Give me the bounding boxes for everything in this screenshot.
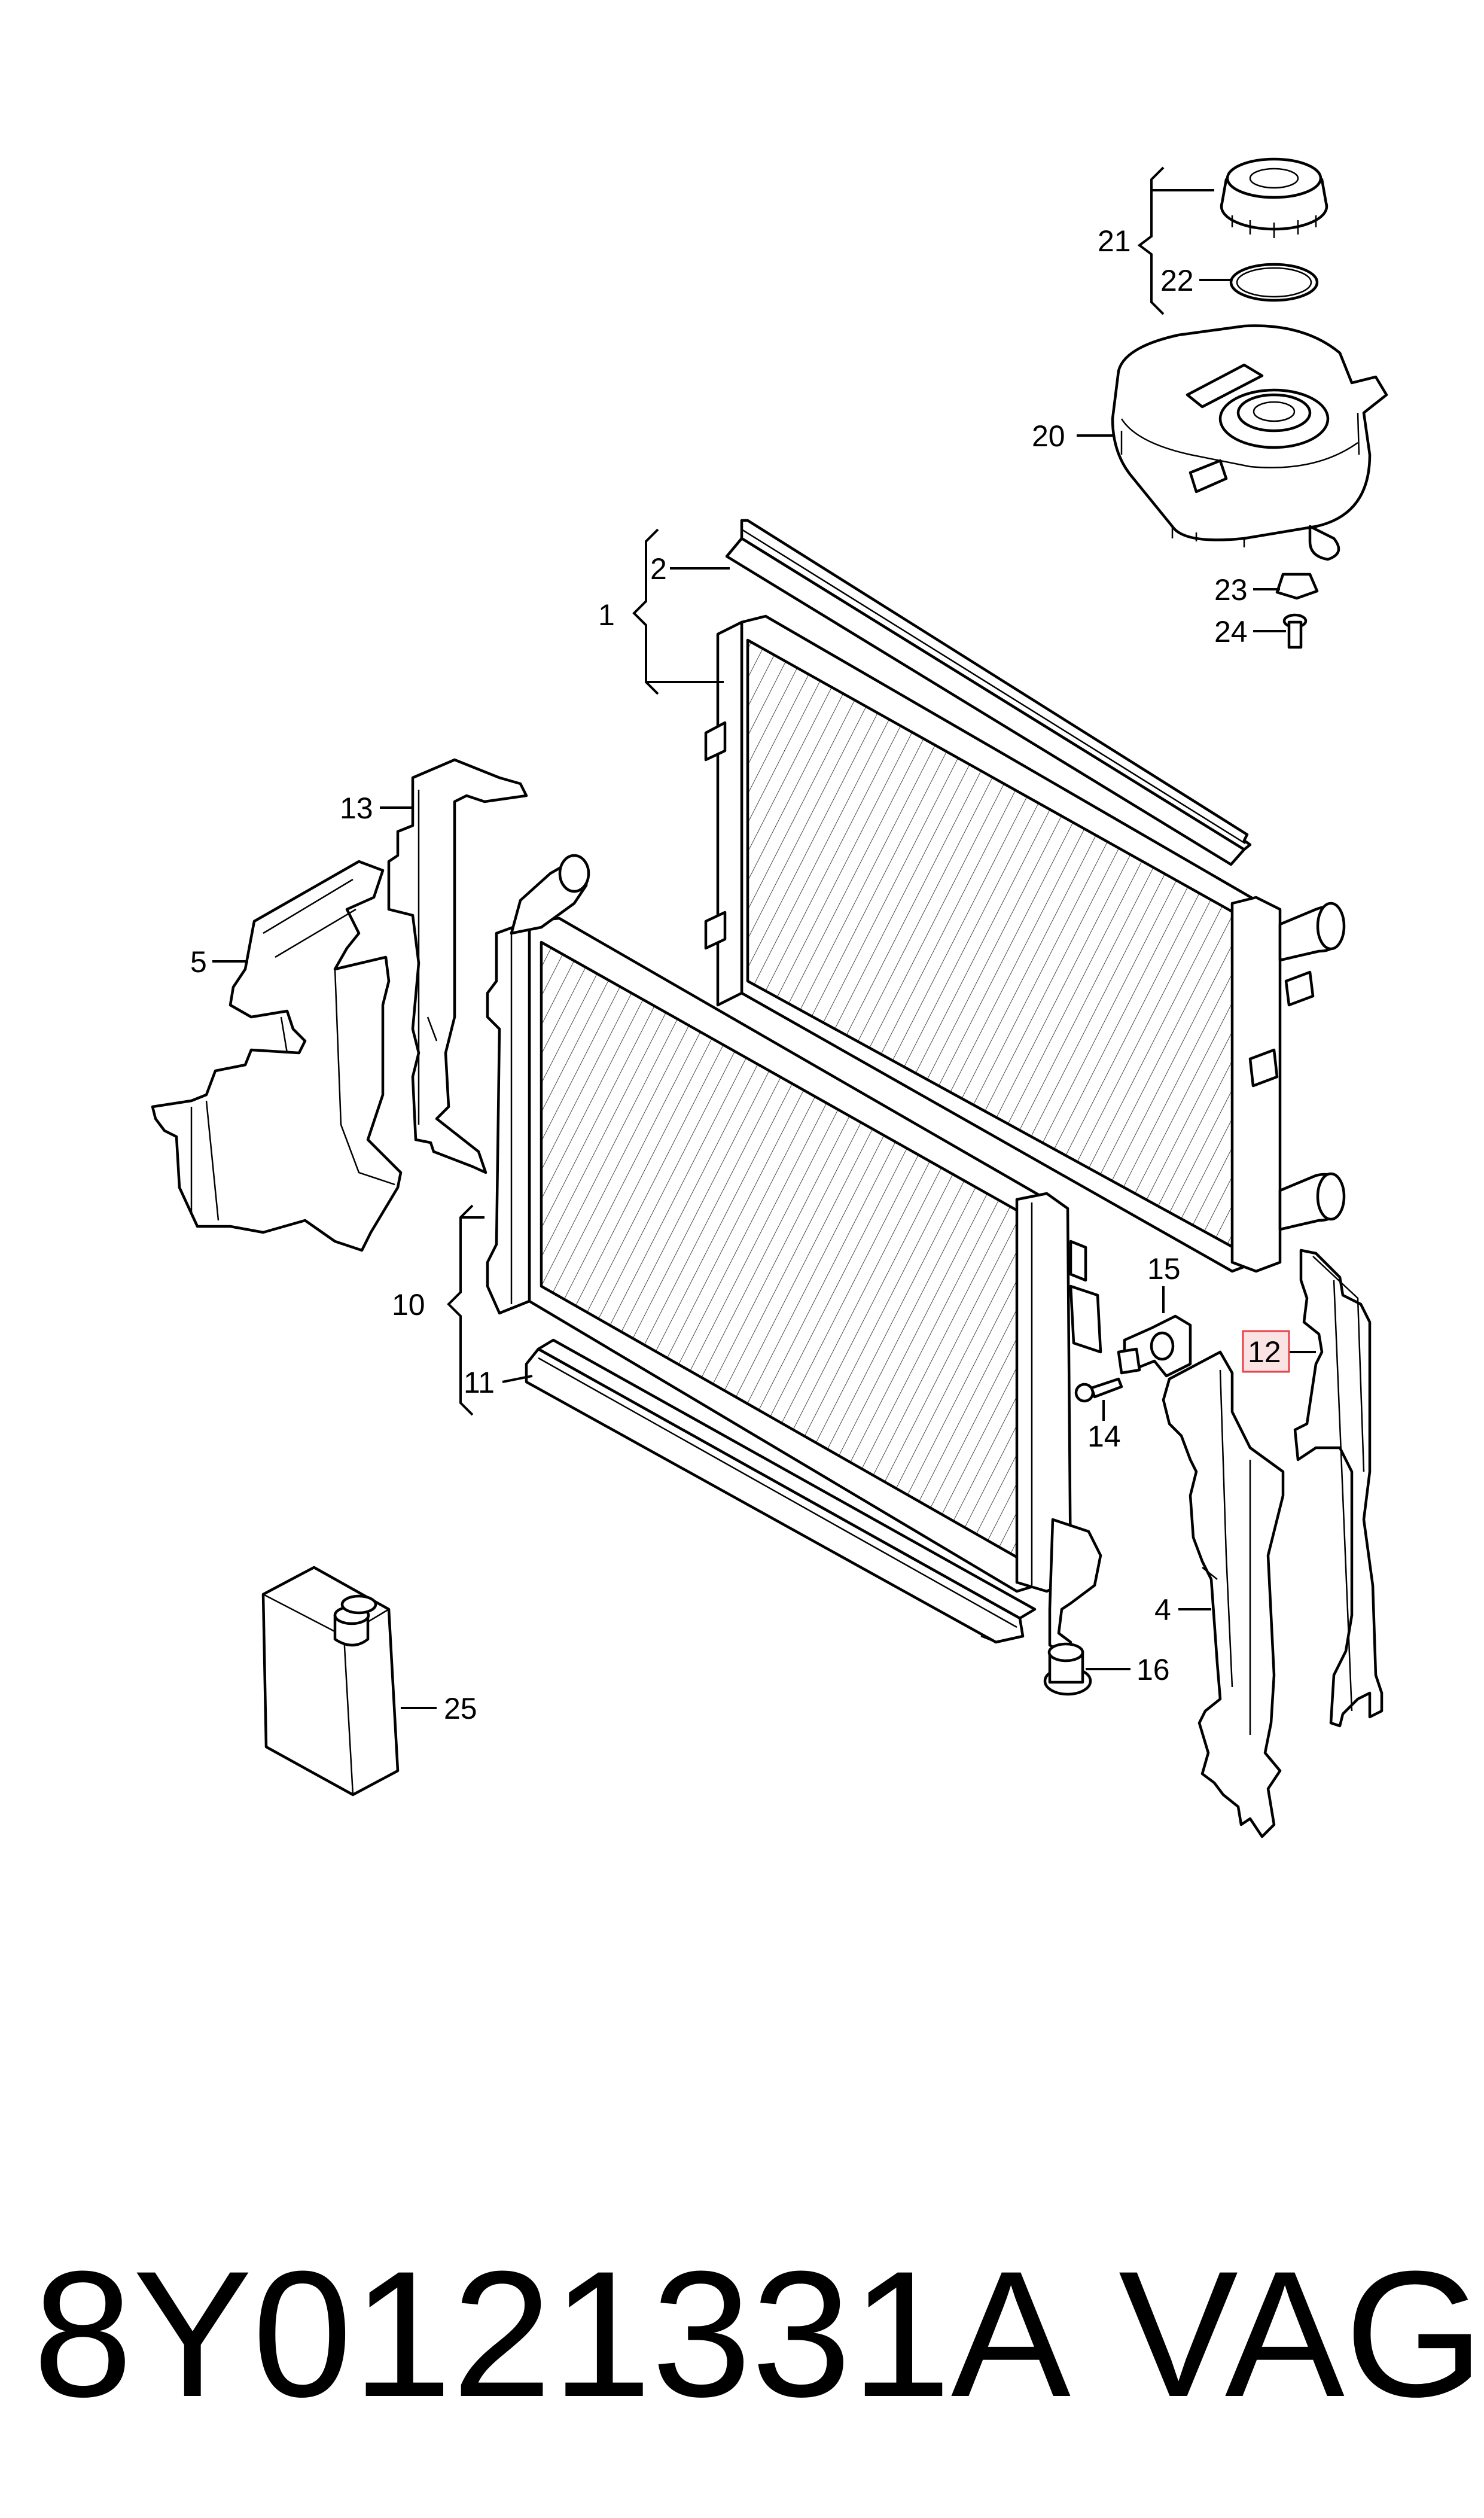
callout-4: 4 xyxy=(1154,1593,1171,1627)
cap-seal-ring xyxy=(1229,263,1319,302)
reservoir-cap xyxy=(1220,157,1328,238)
callout-25: 25 xyxy=(444,1692,477,1725)
callout-22: 22 xyxy=(1160,264,1194,297)
radiator-bracket xyxy=(1117,1314,1192,1378)
callout-1: 1 xyxy=(598,598,615,632)
main-radiator xyxy=(704,614,1346,1273)
callout-2: 2 xyxy=(650,552,667,586)
expansion-tank-assembly xyxy=(1111,157,1388,649)
lower-seal-strip xyxy=(525,1338,1037,1644)
brand-name: VAG xyxy=(1119,2233,1484,2434)
highlight-box-12 xyxy=(1242,1330,1290,1373)
tank-bolt xyxy=(1282,613,1308,649)
right-air-duct xyxy=(1162,1350,1285,1838)
tank-grommet xyxy=(1275,573,1319,600)
callout-24: 24 xyxy=(1214,615,1248,648)
left-air-guide-upper xyxy=(387,758,528,1174)
expansion-tank xyxy=(1111,324,1388,561)
callout-12: 12 xyxy=(1248,1335,1281,1369)
callout-21: 21 xyxy=(1098,224,1131,258)
callout-11: 11 xyxy=(464,1366,495,1399)
callout-16: 16 xyxy=(1136,1653,1170,1686)
callout-20: 20 xyxy=(1032,419,1065,453)
callout-labels: 21 22 20 23 24 2 1 13 5 10 11 15 14 16 4… xyxy=(190,224,1281,1725)
auxiliary-radiator xyxy=(486,854,1102,1656)
callout-10: 10 xyxy=(392,1288,425,1322)
callout-5: 5 xyxy=(190,945,207,979)
leader-lines xyxy=(212,166,1316,1709)
side-air-guide xyxy=(1293,1249,1384,1728)
callout-23: 23 xyxy=(1214,573,1248,607)
bracket-bolt xyxy=(1074,1377,1123,1403)
callout-13: 13 xyxy=(340,791,373,825)
coolant-bottle xyxy=(261,1566,400,1797)
drain-plug xyxy=(1043,1642,1092,1696)
callout-15: 15 xyxy=(1147,1252,1181,1286)
left-air-duct xyxy=(151,860,403,1252)
callout-14: 14 xyxy=(1087,1420,1121,1453)
upper-seal-strip xyxy=(725,519,1252,866)
part-number: 8Y0121331A xyxy=(33,2233,1071,2434)
